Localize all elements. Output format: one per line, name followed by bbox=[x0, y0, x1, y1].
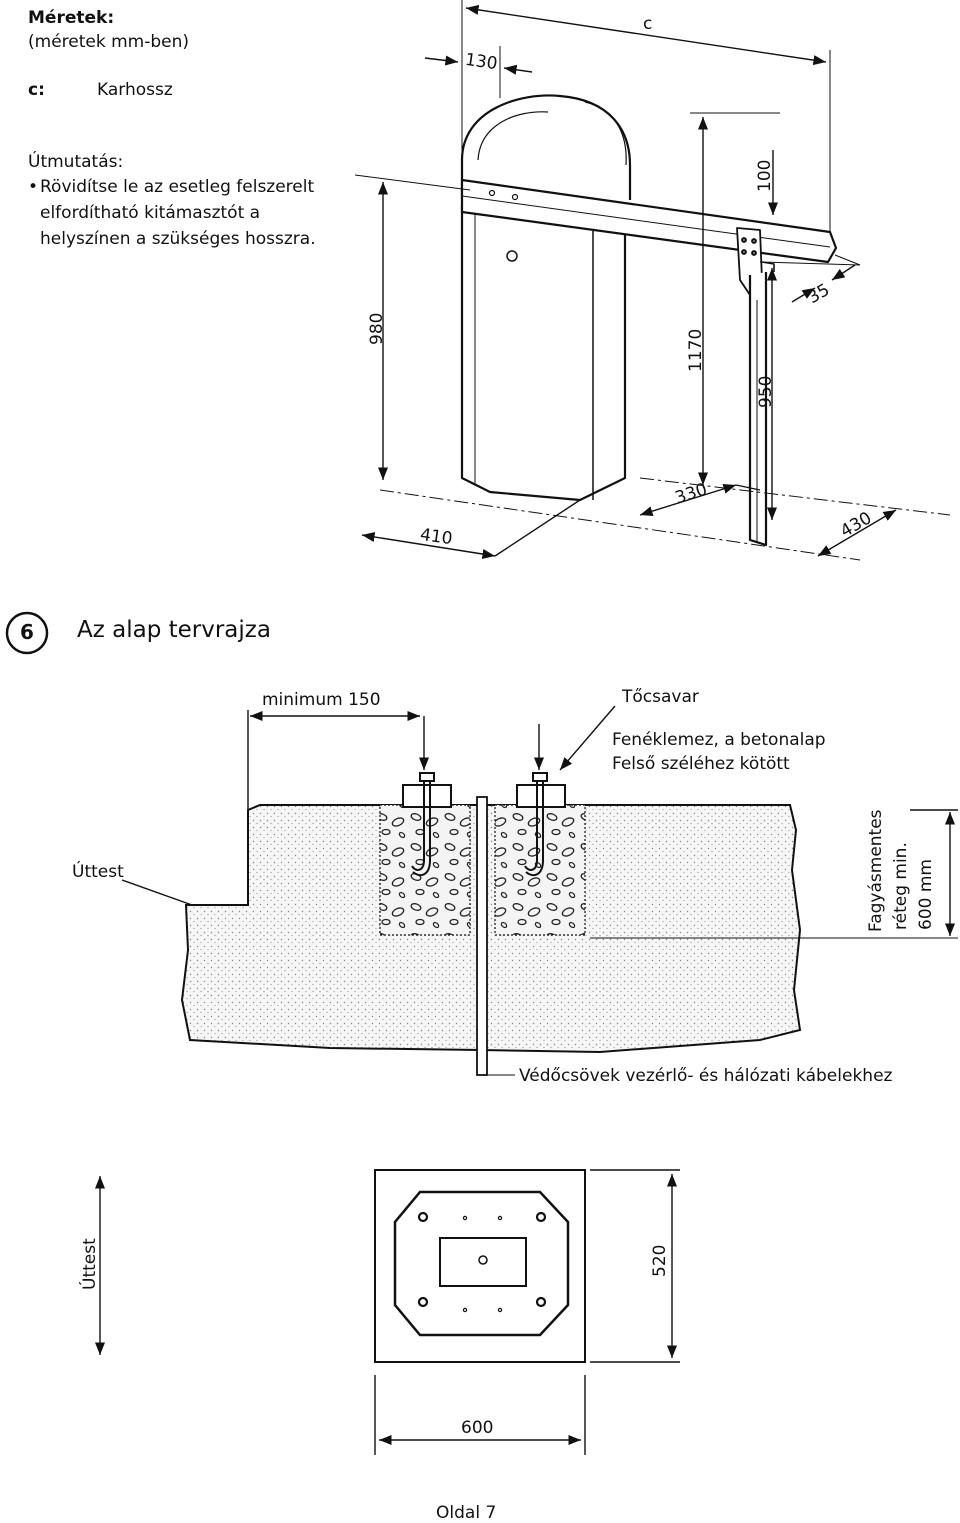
concrete-block-right bbox=[494, 804, 586, 936]
minimum-label: minimum 150 bbox=[262, 690, 381, 710]
instruction-line: Rövidítse le az esetleg felszerelt bbox=[40, 177, 315, 197]
dim-430 bbox=[817, 509, 897, 557]
base-plate-outline bbox=[393, 1190, 570, 1337]
frost-label-line2: réteg min. bbox=[891, 842, 911, 930]
dim-c-label: c bbox=[643, 14, 653, 34]
dim-330 bbox=[639, 483, 737, 517]
dim-950-label: 950 bbox=[756, 375, 776, 408]
barrier-drawing bbox=[460, 94, 838, 547]
instruction-line: elfordítható kitámasztót a bbox=[40, 203, 261, 223]
road-leader bbox=[121, 879, 193, 906]
base-plate-right bbox=[516, 784, 566, 808]
dim-130-label: 130 bbox=[463, 49, 499, 75]
cable-conduit bbox=[476, 796, 488, 1076]
cabinet-body bbox=[460, 205, 627, 502]
section-number: 6 bbox=[20, 620, 34, 644]
dim-1170-label: 1170 bbox=[686, 328, 706, 372]
cable-opening bbox=[439, 1237, 527, 1287]
legend-heading: Méretek: bbox=[28, 8, 115, 28]
plan-road-label: Úttest bbox=[80, 1238, 100, 1290]
units-note: (méretek mm-ben) bbox=[28, 32, 190, 52]
cabinet-hood bbox=[460, 94, 632, 200]
concrete-base-outline bbox=[374, 1169, 586, 1363]
plan-view bbox=[374, 1169, 586, 1363]
dim-410 bbox=[361, 531, 496, 560]
plate-label-line1: Fenéklemez, a betonalap bbox=[612, 730, 826, 750]
dim-130 bbox=[424, 55, 459, 66]
dim-600-label: 600 bbox=[461, 1418, 494, 1438]
page-number: Oldal 7 bbox=[436, 1503, 497, 1523]
c-value: Karhossz bbox=[97, 80, 173, 100]
conduit-label: Védőcsövek vezérlő- és hálózati kábelekh… bbox=[519, 1066, 893, 1086]
instruction-line: helyszínen a szükséges hosszra. bbox=[40, 229, 316, 249]
bullet-icon: • bbox=[28, 177, 39, 197]
frost-label-line3: 600 mm bbox=[916, 859, 936, 930]
instructions-heading: Útmutatás: bbox=[28, 152, 124, 172]
bolt-leader bbox=[559, 705, 616, 771]
c-key: c: bbox=[28, 80, 45, 100]
section-number-circle bbox=[5, 611, 49, 655]
dim-410-label: 410 bbox=[418, 524, 454, 550]
dim-980-label: 980 bbox=[367, 312, 387, 345]
frost-label-line1: Fagyásmentes bbox=[866, 809, 886, 932]
dim-100-label: 100 bbox=[755, 159, 775, 192]
foundation-section bbox=[180, 772, 958, 1076]
section-title: Az alap tervrajza bbox=[77, 617, 271, 643]
plate-label-line2: Felső széléhez kötött bbox=[612, 754, 790, 774]
dim-c bbox=[465, 4, 827, 66]
soil-mass bbox=[180, 804, 802, 1054]
lock-icon bbox=[506, 250, 518, 262]
base-plate-left bbox=[402, 784, 452, 808]
dim-35 bbox=[831, 264, 856, 281]
bolt-label: Tőcsavar bbox=[622, 687, 699, 707]
support-leg bbox=[748, 272, 768, 547]
road-label: Úttest bbox=[72, 862, 124, 882]
dim-520-label: 520 bbox=[650, 1244, 670, 1277]
